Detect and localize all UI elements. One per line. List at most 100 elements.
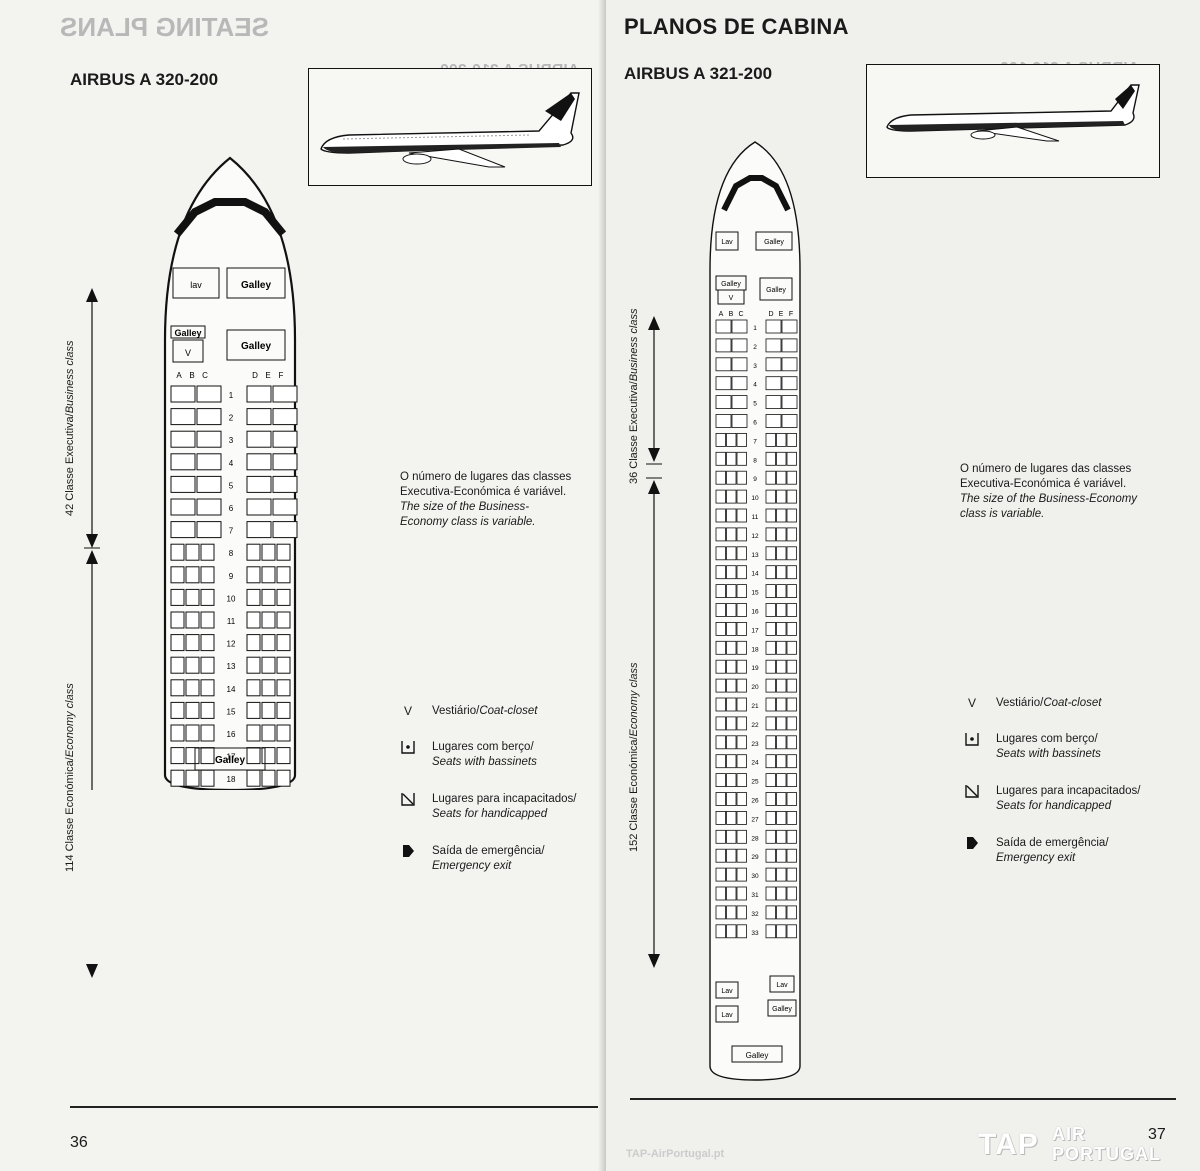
seat xyxy=(715,697,726,712)
seat xyxy=(715,811,726,825)
seat xyxy=(765,395,782,410)
lavatory-box xyxy=(172,267,220,299)
seat xyxy=(765,848,776,863)
seat xyxy=(185,566,200,584)
seat xyxy=(726,773,737,787)
row-number: 20 xyxy=(751,684,759,691)
seat xyxy=(170,543,185,561)
seat xyxy=(726,432,737,447)
seat xyxy=(776,848,787,863)
row-number: 5 xyxy=(229,481,234,490)
seat xyxy=(196,453,222,471)
row-number: 8 xyxy=(229,549,234,558)
row-number: 17 xyxy=(227,753,236,762)
seat xyxy=(715,678,726,693)
seat xyxy=(776,697,787,712)
coat-closet-box xyxy=(172,339,204,363)
seat xyxy=(715,357,732,372)
seat xyxy=(781,376,798,391)
row-number: 18 xyxy=(751,646,759,653)
lav-label: Lav xyxy=(721,1012,733,1019)
seat xyxy=(776,508,787,523)
page-number: 37 xyxy=(1148,1126,1166,1143)
seat xyxy=(715,792,726,806)
seat xyxy=(731,357,748,372)
seat xyxy=(715,432,726,447)
seat xyxy=(272,475,298,493)
seat xyxy=(776,451,787,466)
seat xyxy=(765,451,776,466)
row-number: 6 xyxy=(229,504,234,513)
seat xyxy=(715,886,726,901)
seat xyxy=(185,634,200,652)
seat xyxy=(726,565,737,580)
aircraft-profile-box xyxy=(308,68,592,186)
seat xyxy=(786,565,797,580)
row-number: 9 xyxy=(753,476,757,483)
row-number: 3 xyxy=(753,363,757,370)
seat xyxy=(246,701,261,719)
seat xyxy=(276,701,291,719)
row-number: 5 xyxy=(753,401,757,408)
seat xyxy=(170,724,185,742)
seat xyxy=(726,603,737,617)
economy-class-label: 152 Classe Económica/Economy class xyxy=(628,662,640,852)
seat xyxy=(715,621,726,636)
seat xyxy=(170,566,185,584)
brand-logo: TAP xyxy=(978,1128,1039,1161)
row-number: 16 xyxy=(227,730,236,739)
seat xyxy=(261,701,276,719)
seat xyxy=(272,498,298,516)
aircraft-profile-a320-icon xyxy=(320,92,580,168)
seat xyxy=(715,924,726,939)
row-number: 4 xyxy=(753,382,757,389)
seat xyxy=(196,475,222,493)
row-number: 12 xyxy=(227,640,236,649)
seat xyxy=(776,811,787,825)
cockpit-windows xyxy=(721,175,791,212)
seat xyxy=(276,543,291,561)
seat xyxy=(200,588,215,606)
seat xyxy=(765,829,776,844)
seat xyxy=(786,792,797,806)
seat xyxy=(715,395,732,410)
galley-box xyxy=(767,999,797,1017)
seat xyxy=(261,634,276,652)
variable-class-note: O número de lugares das classes Executiv… xyxy=(960,463,1138,520)
seat xyxy=(200,611,215,629)
seat xyxy=(781,338,798,353)
seat xyxy=(726,659,737,674)
seat xyxy=(736,546,747,561)
seat xyxy=(261,566,276,584)
galley-label: Galley xyxy=(766,287,786,294)
row-number: 30 xyxy=(751,873,759,880)
seat xyxy=(715,867,726,882)
row-number: 4 xyxy=(229,459,234,468)
seat xyxy=(170,498,196,516)
seat xyxy=(736,886,747,901)
legend: V Vestiário/Coat-closet Lugares com berç… xyxy=(964,696,1184,896)
seat xyxy=(736,621,747,636)
column-letter: B xyxy=(189,371,194,380)
seat xyxy=(261,769,276,787)
seat xyxy=(786,773,797,787)
galley-label: Galley xyxy=(721,281,741,288)
seat xyxy=(786,451,797,466)
seat xyxy=(715,773,726,787)
seat xyxy=(272,408,298,426)
seat xyxy=(776,603,787,617)
seat xyxy=(786,584,797,599)
seat xyxy=(276,747,291,765)
seat xyxy=(786,603,797,617)
seat xyxy=(781,395,798,410)
seat xyxy=(731,376,748,391)
seat xyxy=(726,584,737,599)
lavatory-box xyxy=(769,975,795,993)
seat xyxy=(170,769,185,787)
seat xyxy=(765,867,776,882)
seat xyxy=(765,470,776,485)
seat xyxy=(726,716,737,731)
row-number: 2 xyxy=(753,344,757,351)
handicapped-seat-icon xyxy=(964,784,980,800)
seat xyxy=(786,905,797,920)
